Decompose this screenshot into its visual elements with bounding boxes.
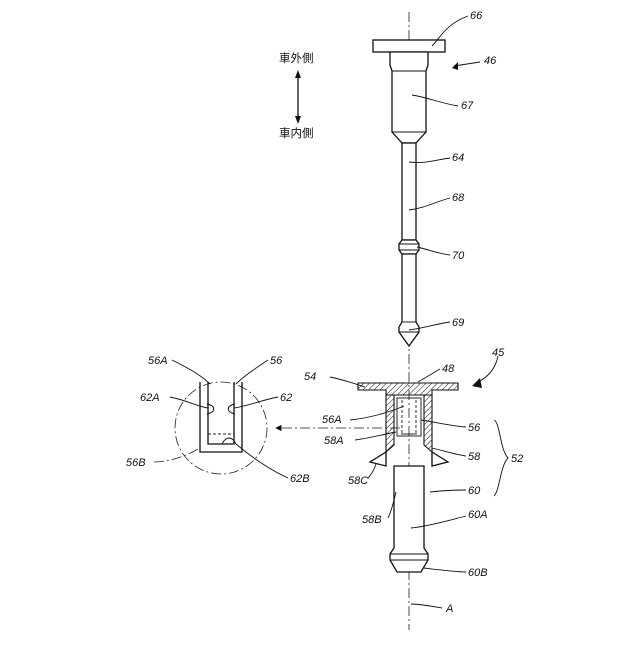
label-60B: 60B <box>468 567 488 579</box>
label-66: 66 <box>470 10 483 22</box>
label-58: 58 <box>468 451 481 463</box>
detail-label-56A: 56A <box>148 355 168 367</box>
detail-label-62A: 62A <box>140 392 160 404</box>
right-wall-58 <box>424 395 446 462</box>
label-68: 68 <box>452 192 465 204</box>
detail-circle <box>175 382 267 474</box>
label-58C: 58C <box>348 475 368 487</box>
grommet-52 <box>358 383 458 572</box>
detail-label-56: 56 <box>270 355 283 367</box>
label-52: 52 <box>511 453 523 465</box>
label-56: 56 <box>468 422 481 434</box>
barb-58c-right <box>432 452 448 466</box>
label-56A: 56A <box>322 414 342 426</box>
label-vehicle-inside: 車内側 <box>279 126 314 140</box>
pin-collar-70 <box>399 240 419 254</box>
detail-slot-outer <box>200 382 242 452</box>
detail-label-62B: 62B <box>290 473 310 485</box>
pin-head-66 <box>373 40 445 52</box>
label-45: 45 <box>492 347 505 359</box>
leader-lines <box>154 16 508 608</box>
detail-label-62: 62 <box>280 392 292 404</box>
shaft-60 <box>390 466 428 572</box>
label-69: 69 <box>452 317 464 329</box>
pin-rod-68 <box>402 143 416 240</box>
flange-48 <box>358 383 458 395</box>
label-64: 64 <box>452 152 464 164</box>
barb-58c-left <box>370 452 386 466</box>
label-46: 46 <box>484 55 497 67</box>
label-54: 54 <box>304 371 316 383</box>
arrow-up-icon <box>295 70 301 78</box>
label-vehicle-outside: 車外側 <box>279 51 314 65</box>
arrow-down-icon <box>295 116 301 124</box>
label-67: 67 <box>461 100 474 112</box>
label-60: 60 <box>468 485 481 497</box>
direction-indicator: 車外側 車内側 <box>279 51 314 140</box>
label-60A: 60A <box>468 509 488 521</box>
pin-46 <box>373 40 445 346</box>
label-58B: 58B <box>362 514 382 526</box>
label-48: 48 <box>442 363 455 375</box>
label-70: 70 <box>452 250 465 262</box>
reference-labels: 66 46 67 64 68 70 69 45 48 54 56A 56 58A… <box>126 10 523 615</box>
left-wall-58 <box>372 395 394 462</box>
detail-label-56B: 56B <box>126 457 146 469</box>
detail-view <box>175 382 267 474</box>
label-58A: 58A <box>324 435 344 447</box>
label-A: A <box>445 603 453 615</box>
detail-slot-inner <box>208 382 234 444</box>
